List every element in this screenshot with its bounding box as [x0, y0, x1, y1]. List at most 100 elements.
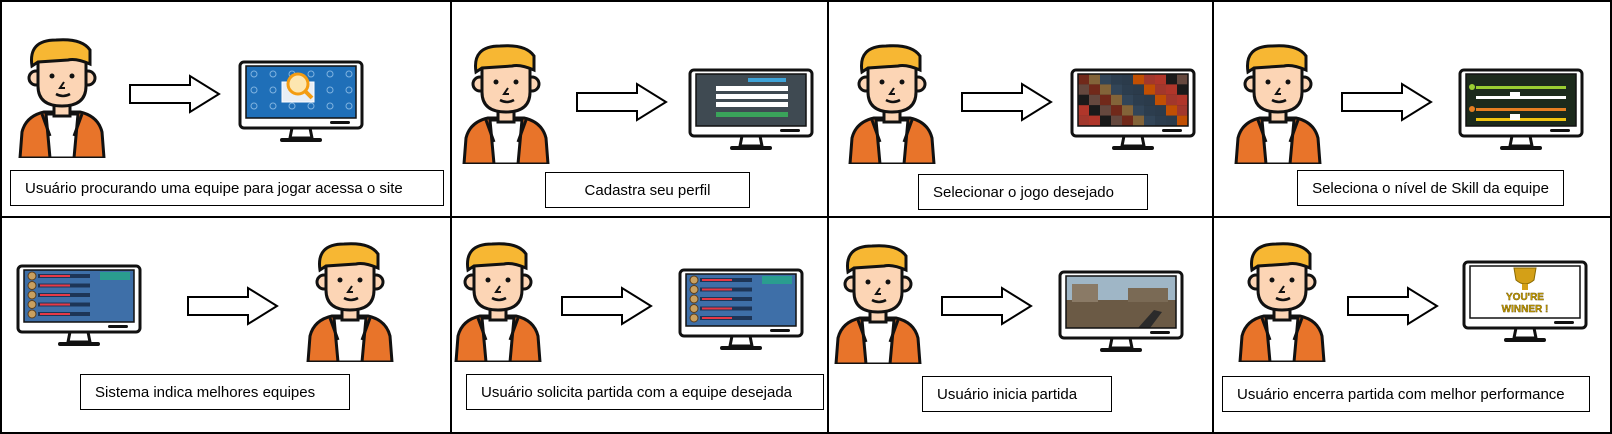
left-eye: [865, 279, 871, 285]
monitor-base: [720, 346, 762, 350]
monitor-stand: [1512, 326, 1538, 340]
head: [472, 258, 524, 312]
panel-caption: Selecionar o jogo desejado: [918, 174, 1148, 210]
hair: [466, 242, 528, 273]
storyboard-panel-6: Usuário solicita partida com a equipe de…: [452, 218, 827, 432]
shirt: [332, 316, 368, 362]
screen-background: [696, 74, 806, 126]
monitor-screen: [1466, 74, 1576, 126]
right-eye: [357, 277, 363, 283]
monitor-screen: [24, 270, 134, 322]
left-eye: [879, 79, 885, 85]
user-avatar-icon: [462, 44, 550, 164]
hair: [1246, 44, 1308, 75]
form-field-1: [716, 86, 788, 91]
monitor-icon: [678, 268, 804, 350]
flow-arrow-icon: [576, 82, 668, 122]
winner-line-1: YOU'RE: [1506, 292, 1544, 303]
mouth: [1275, 296, 1291, 302]
monitor-base: [1504, 338, 1546, 342]
mouth: [1271, 98, 1287, 104]
form-field-2: [716, 94, 788, 99]
monitor-stand: [728, 334, 754, 348]
flow-arrow-icon: [129, 74, 221, 114]
monitor-icon: [688, 68, 814, 150]
nose: [346, 285, 353, 293]
head: [1252, 60, 1304, 114]
skill-slider-1: [1476, 86, 1566, 89]
hair: [318, 242, 380, 273]
nose: [874, 287, 881, 295]
shirt: [874, 118, 910, 164]
left-eye: [49, 73, 55, 79]
monitor-stand: [288, 126, 314, 140]
panel-caption: Usuário inicia partida: [922, 376, 1112, 412]
head: [324, 258, 376, 312]
monitor-icon: [1458, 68, 1584, 150]
hair: [860, 44, 922, 75]
trophy-icon: [1513, 267, 1537, 285]
flow-arrow-icon: [961, 82, 1053, 122]
right-eye: [1289, 277, 1295, 283]
storyboard-panel-5: Sistema indica melhores equipes: [2, 218, 450, 432]
shirt: [1264, 316, 1300, 362]
monitor-stand: [738, 134, 764, 148]
monitor-screen: [686, 274, 796, 326]
nose: [1274, 87, 1281, 95]
row-divider: [0, 216, 1612, 218]
head: [1256, 258, 1308, 312]
storyboard-panel-2: Cadastra seu perfil: [452, 2, 827, 216]
panel-caption: Usuário solicita partida com a equipe de…: [466, 374, 824, 410]
user-avatar-icon: [306, 242, 394, 362]
user-avatar-icon: [454, 242, 542, 362]
storyboard-panel-1: Usuário procurando uma equipe para jogar…: [2, 2, 450, 216]
mouth: [499, 98, 515, 104]
nose: [494, 285, 501, 293]
form-field-3: [716, 102, 788, 107]
panel-caption: Usuário procurando uma equipe para jogar…: [10, 170, 444, 206]
outer-top-border: [0, 0, 1612, 2]
hair: [846, 244, 908, 275]
nose: [58, 81, 65, 89]
form-submit: [716, 112, 788, 117]
panel-caption: Seleciona o nível de Skill da equipe: [1297, 170, 1564, 206]
monitor-base: [1100, 348, 1142, 352]
user-avatar-icon: [834, 244, 922, 364]
monitor-stand: [1120, 134, 1146, 148]
flow-arrow-icon: [187, 286, 279, 326]
left-eye: [485, 277, 491, 283]
monitor-icon: [1070, 68, 1196, 150]
mouth: [885, 98, 901, 104]
monitor-icon: [16, 264, 142, 346]
winner-line-2: WINNER !: [1502, 304, 1549, 315]
hair: [1250, 242, 1312, 273]
user-avatar-icon: [1238, 242, 1326, 362]
right-eye: [885, 279, 891, 285]
nose: [1278, 285, 1285, 293]
shirt: [44, 112, 80, 158]
column-divider-1: [450, 0, 452, 434]
right-eye: [505, 277, 511, 283]
right-eye: [899, 79, 905, 85]
screen-background: [1466, 74, 1576, 126]
monitor-stand: [1108, 336, 1134, 350]
right-eye: [513, 79, 519, 85]
panel-caption: Usuário encerra partida com melhor perfo…: [1222, 376, 1590, 412]
panel-caption: Sistema indica melhores equipes: [80, 374, 350, 410]
left-eye: [337, 277, 343, 283]
monitor-stand: [66, 330, 92, 344]
monitor-screen: [696, 74, 806, 126]
user-avatar-icon: [848, 44, 936, 164]
monitor-base: [58, 342, 100, 346]
skill-slider-4: [1476, 118, 1566, 121]
magnifier-icon: [286, 72, 310, 96]
head: [36, 54, 88, 108]
monitor-base: [280, 138, 322, 142]
mouth: [871, 298, 887, 304]
nose: [502, 87, 509, 95]
head: [852, 260, 904, 314]
left-eye: [493, 79, 499, 85]
